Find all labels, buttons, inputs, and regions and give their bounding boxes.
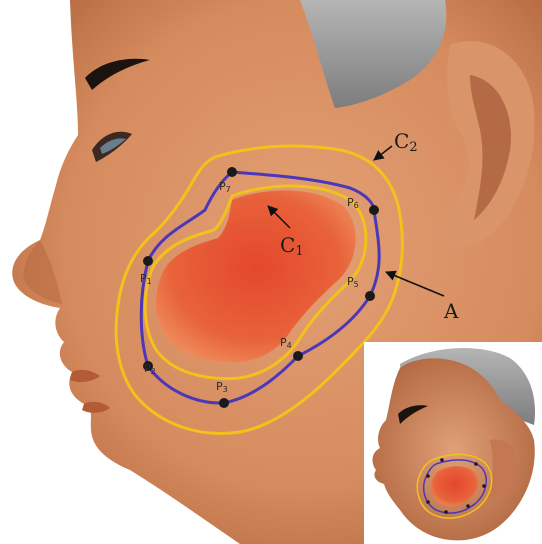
point-p7 [227, 167, 237, 177]
point-p5 [365, 291, 375, 301]
inset-point [444, 510, 448, 514]
point-p6 [369, 205, 379, 215]
inset-point [440, 458, 444, 462]
inset-point [426, 500, 430, 504]
inset-view [364, 342, 542, 544]
point-p3 [219, 398, 229, 408]
inset-point [482, 484, 486, 488]
point-p1 [143, 256, 153, 266]
inset-point [426, 474, 430, 478]
label-a: A [443, 299, 459, 323]
point-p4 [293, 351, 303, 361]
inset-point [474, 462, 478, 466]
inset-point [466, 504, 470, 508]
